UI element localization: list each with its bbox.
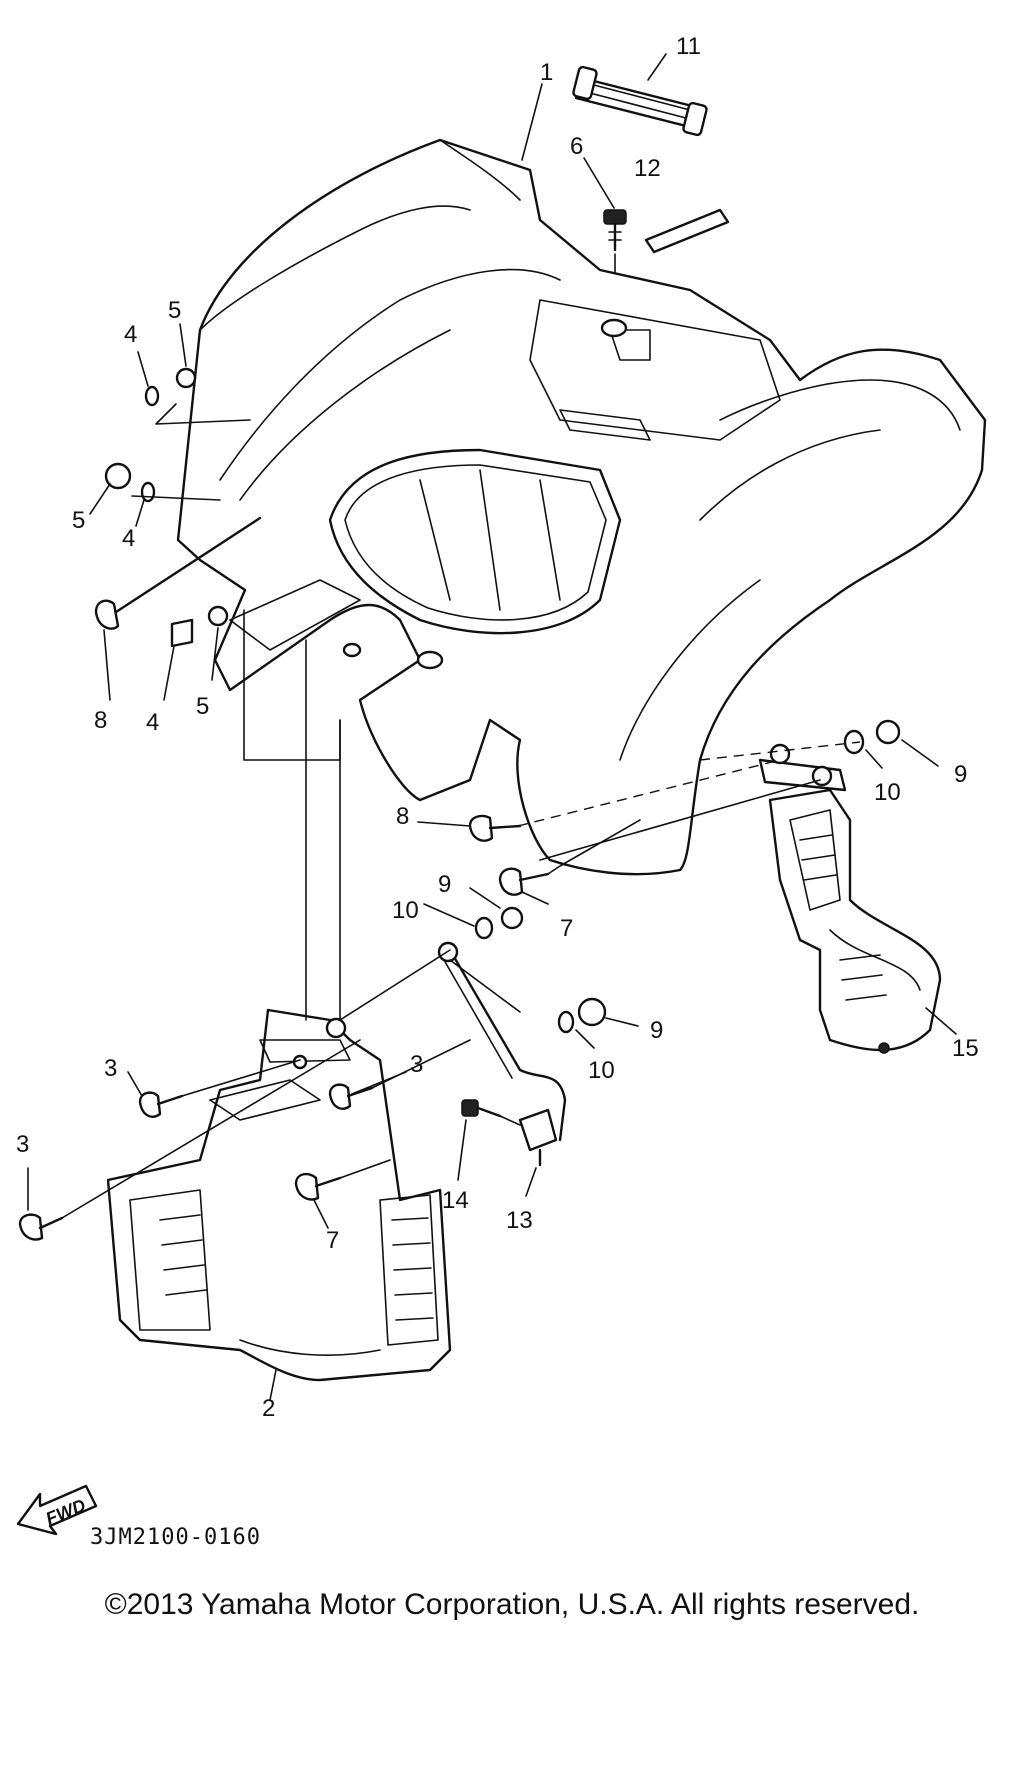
- callout-5: 5: [72, 507, 85, 534]
- nut-9a: [500, 906, 524, 930]
- part-15-side-guard: [758, 743, 942, 1054]
- washer-10c: [557, 1010, 575, 1034]
- bolt-3a: [138, 1091, 162, 1118]
- callout-9: 9: [438, 871, 451, 898]
- callout-15: 15: [952, 1035, 979, 1062]
- callout-4: 4: [122, 525, 135, 552]
- part-12-label: [644, 208, 730, 254]
- nut-5a: [175, 367, 197, 389]
- callout-5: 5: [168, 297, 181, 324]
- part-11-strap: [572, 65, 708, 137]
- callout-1: 1: [540, 59, 553, 86]
- fwd-arrow-icon: FWD: [16, 1484, 98, 1536]
- bolt-3c: [18, 1213, 44, 1241]
- callout-4: 4: [124, 321, 137, 348]
- callout-9: 9: [650, 1017, 663, 1044]
- callout-3: 3: [410, 1051, 423, 1078]
- washer-10a: [474, 916, 494, 940]
- nut-9b: [875, 719, 901, 745]
- washer-4a: [144, 385, 160, 407]
- washer-4b: [140, 481, 156, 503]
- part-13-stay: [437, 941, 567, 1167]
- callout-3: 3: [104, 1055, 117, 1082]
- bolt-8b: [468, 814, 494, 842]
- callout-13: 13: [506, 1207, 533, 1234]
- part-14-bolt: [461, 1099, 502, 1118]
- nut-9c: [577, 997, 607, 1027]
- diagram-code: 3JM2100-0160: [90, 1525, 261, 1550]
- callout-5: 5: [196, 693, 209, 720]
- callout-8: 8: [94, 707, 107, 734]
- callout-14: 14: [442, 1187, 469, 1214]
- part-1-rear-fender: [176, 138, 987, 876]
- callout-4: 4: [146, 709, 159, 736]
- callout-9: 9: [954, 761, 967, 788]
- callout-10: 10: [392, 897, 419, 924]
- bolt-3b: [328, 1083, 352, 1110]
- leader-lines: [27, 53, 957, 1401]
- part-2-lower-guard: [106, 1008, 452, 1382]
- bolt-7b: [294, 1172, 320, 1201]
- callout-6: 6: [570, 133, 583, 160]
- callout-7: 7: [560, 915, 573, 942]
- callout-8: 8: [396, 803, 409, 830]
- hardware-group: [18, 367, 901, 1241]
- callout-10: 10: [874, 779, 901, 806]
- nut-5b: [104, 462, 132, 490]
- assembly-lines: [61, 403, 861, 1219]
- copyright-notice: ©2013 Yamaha Motor Corporation, U.S.A. A…: [104, 1588, 920, 1621]
- callout-12: 12: [634, 155, 661, 182]
- callout-labels: 1 2 3 3 3 4 4 4 5 5 5 6 7 7 8 8 9 9 9 10…: [16, 33, 979, 1422]
- callout-11: 11: [676, 33, 701, 60]
- callout-10: 10: [588, 1057, 615, 1084]
- callout-3: 3: [16, 1131, 29, 1158]
- bolt-8a: [94, 599, 120, 630]
- washer-4c: [170, 618, 194, 648]
- callout-7: 7: [326, 1227, 339, 1254]
- nut-5c: [207, 605, 229, 627]
- bolt-7a: [498, 867, 524, 896]
- callout-2: 2: [262, 1395, 275, 1422]
